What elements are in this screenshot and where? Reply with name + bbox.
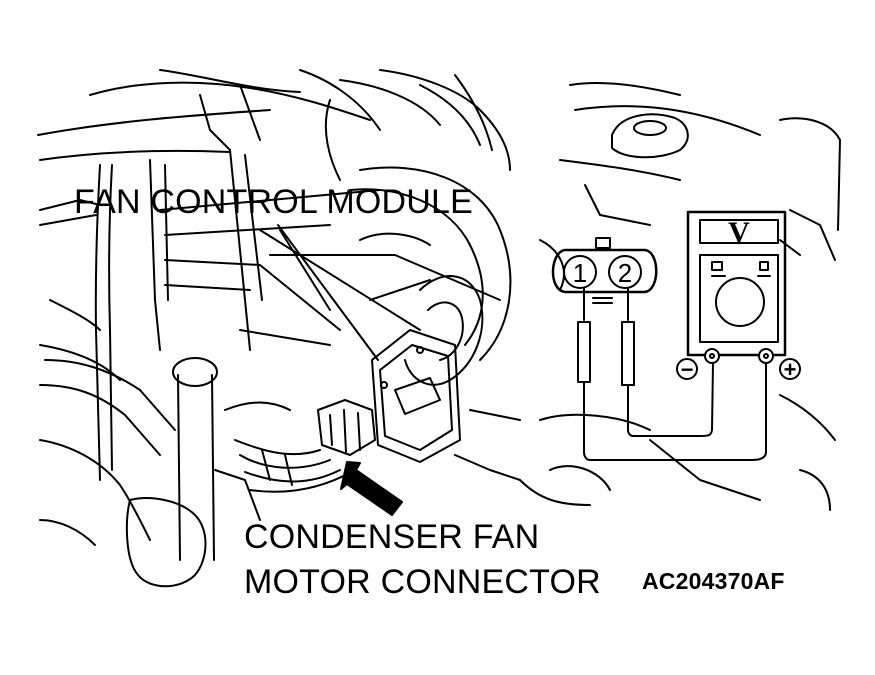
fcm-leader-line bbox=[277, 224, 379, 361]
test-leads bbox=[583, 362, 767, 461]
connector-pin-2-label: 2 bbox=[618, 258, 632, 288]
connector-pointer-arrow bbox=[340, 461, 403, 516]
condenser-fan-label-line2: MOTOR CONNECTOR bbox=[244, 563, 601, 601]
fan-control-module bbox=[371, 329, 461, 463]
condenser-fan-label-line1: CONDENSER FAN bbox=[244, 518, 540, 556]
connector-pin-1-label: 1 bbox=[573, 258, 587, 288]
voltmeter-positive-sign: + bbox=[784, 357, 797, 382]
condenser-fan bbox=[349, 166, 512, 386]
voltmeter-negative-sign: − bbox=[681, 357, 694, 382]
figure-code: AC204370AF bbox=[642, 568, 785, 594]
voltmeter bbox=[676, 210, 801, 380]
right-background bbox=[454, 82, 841, 511]
fan-control-module-label: FAN CONTROL MODULE bbox=[74, 183, 474, 221]
connector-face bbox=[551, 237, 658, 386]
voltmeter-display-label: V bbox=[728, 216, 750, 249]
engine-bay-background bbox=[37, 69, 511, 588]
